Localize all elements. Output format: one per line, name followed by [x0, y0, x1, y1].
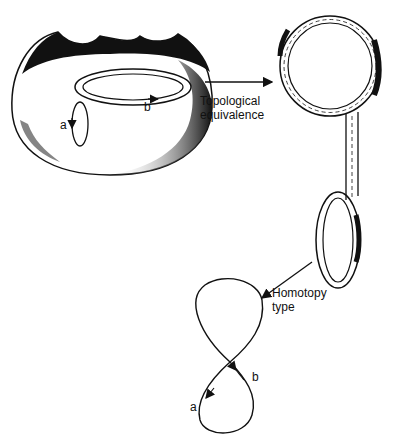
torus: [12, 32, 212, 175]
label: a: [190, 400, 202, 414]
label: b: [144, 100, 156, 114]
label: Homotopy type: [272, 286, 338, 314]
label: Topological equivalence: [200, 94, 282, 122]
label: b: [252, 370, 264, 384]
arrow: [205, 81, 272, 82]
figure-eight: [196, 279, 263, 433]
label: a: [60, 118, 72, 132]
band-wedge: [280, 16, 380, 288]
